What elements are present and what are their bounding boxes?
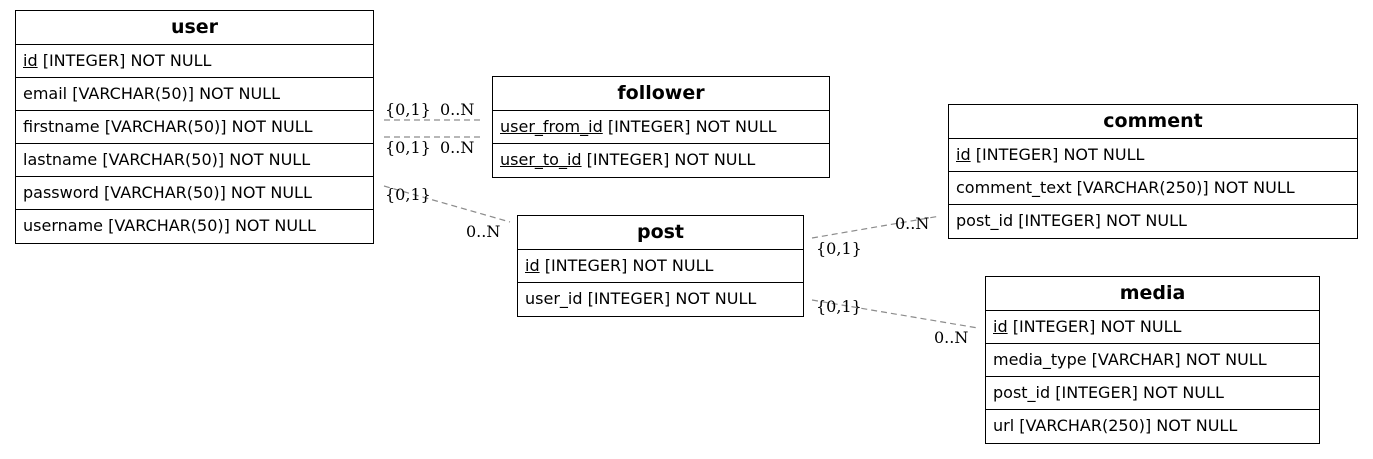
attribute-type: [INTEGER] NOT NULL <box>581 150 756 169</box>
attribute-row: email [VARCHAR(50)] NOT NULL <box>16 78 373 111</box>
attribute-row: id [INTEGER] NOT NULL <box>16 45 373 78</box>
attribute-type: [VARCHAR] NOT NULL <box>1086 350 1267 369</box>
entity-title: comment <box>949 105 1357 139</box>
card-user-post-one: {0,1} <box>385 185 431 204</box>
attribute-type: [INTEGER] NOT NULL <box>970 145 1145 164</box>
attribute-row: id [INTEGER] NOT NULL <box>949 139 1357 172</box>
attribute-row: firstname [VARCHAR(50)] NOT NULL <box>16 111 373 144</box>
entity-title: post <box>518 216 803 250</box>
entity-title: user <box>16 11 373 45</box>
attribute-row: lastname [VARCHAR(50)] NOT NULL <box>16 144 373 177</box>
edge-post-media <box>811 299 979 329</box>
attribute-type: [INTEGER] NOT NULL <box>602 117 777 136</box>
attribute-row: post_id [INTEGER] NOT NULL <box>949 205 1357 238</box>
attribute-type: [VARCHAR(50)] NOT NULL <box>67 84 281 103</box>
card-user-follower-to-one: {0,1} <box>385 138 431 157</box>
attribute-type: [VARCHAR(250)] NOT NULL <box>1014 416 1238 435</box>
attribute-row: id [INTEGER] NOT NULL <box>986 311 1319 344</box>
attribute-name: post_id <box>956 211 1014 230</box>
attribute-name: email <box>23 84 68 103</box>
attribute-row: username [VARCHAR(50)] NOT NULL <box>16 210 373 243</box>
entity-post[interactable]: post id [INTEGER] NOT NULL user_id [INTE… <box>517 215 804 317</box>
attribute-row: comment_text [VARCHAR(250)] NOT NULL <box>949 172 1357 205</box>
card-post-comment-many: 0..N <box>895 214 929 233</box>
primary-key-name: id <box>993 317 1008 336</box>
attribute-row: user_to_id [INTEGER] NOT NULL <box>493 144 829 177</box>
attribute-type: [VARCHAR(50)] NOT NULL <box>99 117 313 136</box>
attribute-name: password <box>23 183 99 202</box>
card-post-media-one: {0,1} <box>816 297 862 316</box>
attribute-row: password [VARCHAR(50)] NOT NULL <box>16 177 373 210</box>
attribute-name: lastname <box>23 150 98 169</box>
edge-post-comment <box>811 215 941 239</box>
attribute-type: [INTEGER] NOT NULL <box>1013 211 1187 230</box>
entity-follower[interactable]: follower user_from_id [INTEGER] NOT NULL… <box>492 76 830 178</box>
primary-key-name: id <box>525 256 540 275</box>
attribute-name: url <box>993 416 1015 435</box>
entity-title: follower <box>493 77 829 111</box>
attribute-row: url [VARCHAR(250)] NOT NULL <box>986 410 1319 443</box>
attribute-type: [INTEGER] NOT NULL <box>539 256 714 275</box>
card-post-media-many: 0..N <box>934 328 968 347</box>
entity-media[interactable]: media id [INTEGER] NOT NULL media_type [… <box>985 276 1320 444</box>
primary-key-name: user_to_id <box>500 150 582 169</box>
attribute-row: id [INTEGER] NOT NULL <box>518 250 803 283</box>
entity-user[interactable]: user id [INTEGER] NOT NULL email [VARCHA… <box>15 10 374 244</box>
attribute-row: post_id [INTEGER] NOT NULL <box>986 377 1319 410</box>
primary-key-name: id <box>956 145 971 164</box>
attribute-name: username <box>23 216 103 235</box>
attribute-type: [VARCHAR(50)] NOT NULL <box>97 150 311 169</box>
attribute-row: user_id [INTEGER] NOT NULL <box>518 283 803 316</box>
attribute-name: post_id <box>993 383 1051 402</box>
attribute-type: [VARCHAR(250)] NOT NULL <box>1071 178 1295 197</box>
edge-user-post <box>383 185 511 223</box>
card-user-post-many: 0..N <box>466 222 500 241</box>
attribute-type: [VARCHAR(50)] NOT NULL <box>98 183 312 202</box>
attribute-row: user_from_id [INTEGER] NOT NULL <box>493 111 829 144</box>
card-user-follower-from-one: {0,1} <box>385 100 431 119</box>
attribute-type: [INTEGER] NOT NULL <box>37 51 212 70</box>
card-user-follower-from-many: 0..N <box>440 100 474 119</box>
attribute-type: [INTEGER] NOT NULL <box>1050 383 1224 402</box>
card-post-comment-one: {0,1} <box>816 239 862 258</box>
entity-title: media <box>986 277 1319 311</box>
attribute-type: [INTEGER] NOT NULL <box>582 289 757 308</box>
attribute-name: firstname <box>23 117 100 136</box>
entity-comment[interactable]: comment id [INTEGER] NOT NULL comment_te… <box>948 104 1358 239</box>
primary-key-name: user_from_id <box>500 117 603 136</box>
attribute-row: media_type [VARCHAR] NOT NULL <box>986 344 1319 377</box>
attribute-name: media_type <box>993 350 1087 369</box>
attribute-type: [INTEGER] NOT NULL <box>1007 317 1182 336</box>
primary-key-name: id <box>23 51 38 70</box>
attribute-name: user_id <box>525 289 583 308</box>
attribute-name: comment_text <box>956 178 1072 197</box>
card-user-follower-to-many: 0..N <box>440 138 474 157</box>
attribute-type: [VARCHAR(50)] NOT NULL <box>103 216 316 235</box>
